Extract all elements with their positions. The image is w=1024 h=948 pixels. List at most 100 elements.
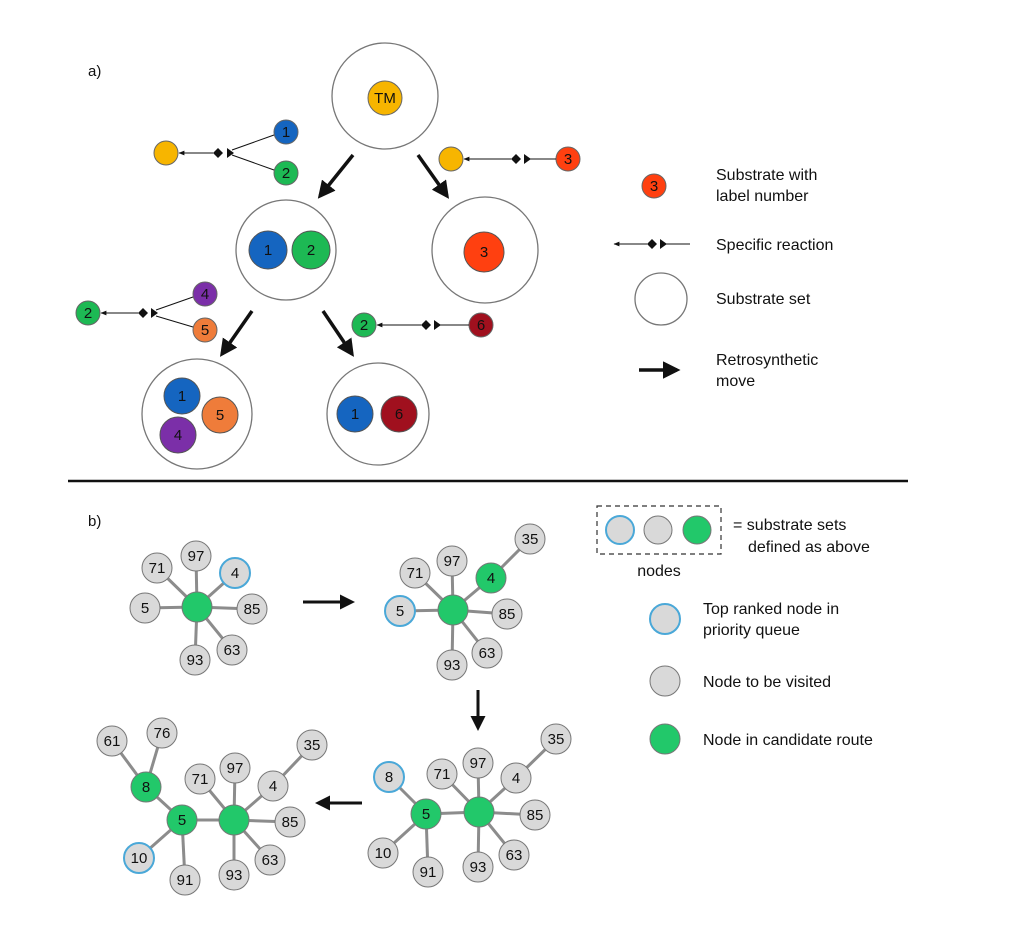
reactant-node-1 xyxy=(273,119,299,145)
node-label-5: 5 xyxy=(178,812,186,829)
visit-node-93 xyxy=(179,644,211,676)
visit-node-63 xyxy=(498,839,530,871)
reaction-2-from-6: 2 6 xyxy=(351,312,494,338)
root-substrate-set: TM xyxy=(331,42,439,150)
legend-nodes-eq-text-2: defined as above xyxy=(748,539,870,556)
node-label-97: 97 xyxy=(444,553,461,570)
node-label-93: 93 xyxy=(187,652,204,669)
substrate-set-1-2: 1 2 xyxy=(235,199,337,301)
node-label-85: 85 xyxy=(527,807,544,824)
search-graph-step-4: 61 76 8 71 97 4 35 5 85 10 91 93 63 xyxy=(96,717,328,896)
substrate-node-3 xyxy=(463,231,505,273)
candidate-node-root xyxy=(463,796,495,828)
visit-node-71 xyxy=(184,763,216,795)
substrate-label-6: 6 xyxy=(395,406,403,423)
product-label-2: 2 xyxy=(84,305,92,322)
search-graph-step-3: 97 71 4 35 8 5 85 10 91 93 63 xyxy=(367,723,572,888)
panel-a: a) TM 1 2 3 1 xyxy=(75,42,833,470)
product-node xyxy=(438,146,464,172)
node-label-35: 35 xyxy=(304,737,321,754)
node-label-97: 97 xyxy=(227,760,244,777)
visit-node-35 xyxy=(296,729,328,761)
reactant-label-1: 1 xyxy=(282,124,290,141)
visit-node-4 xyxy=(257,770,289,802)
node-label-71: 71 xyxy=(149,560,166,577)
legend-candidate-text: Node in candidate route xyxy=(703,732,873,749)
node-label-85: 85 xyxy=(244,601,261,618)
top-ranked-node-8 xyxy=(373,761,405,793)
visit-node-5 xyxy=(129,592,161,624)
substrate-label-1: 1 xyxy=(351,406,359,423)
reaction-tm-from-3: 3 xyxy=(438,146,581,172)
product-node xyxy=(153,140,179,166)
node-label-4: 4 xyxy=(512,770,520,787)
move-arrow-12-to-145 xyxy=(219,309,254,357)
visit-node-91 xyxy=(169,864,201,896)
substrate-set-1-6: 1 6 xyxy=(326,362,430,466)
visit-node-93 xyxy=(218,859,250,891)
legend-top-ranked-text-1: Top ranked node in xyxy=(703,601,839,618)
node-label-63: 63 xyxy=(262,852,279,869)
visit-node-85 xyxy=(491,598,523,630)
reaction-tm-from-1-2: 1 2 xyxy=(153,119,299,186)
visit-node-93 xyxy=(436,649,468,681)
legend-panel-b: = substrate sets defined as above nodes … xyxy=(596,505,873,755)
legend-nodes-caption: nodes xyxy=(637,563,681,580)
visit-node-71 xyxy=(141,552,173,584)
node-label-91: 91 xyxy=(420,864,437,881)
search-graph-step-1: 97 71 4 5 85 93 63 xyxy=(129,540,268,676)
node-label-71: 71 xyxy=(407,565,424,582)
visit-node-71 xyxy=(399,557,431,589)
node-label-5: 5 xyxy=(396,603,404,620)
legend-move-text-1: Retrosynthetic xyxy=(716,352,818,369)
node-label-71: 71 xyxy=(192,771,209,788)
visit-node-63 xyxy=(254,844,286,876)
node-label-63: 63 xyxy=(479,645,496,662)
substrate-label-2: 2 xyxy=(307,242,315,259)
top-ranked-node-4 xyxy=(219,557,251,589)
node-label-63: 63 xyxy=(506,847,523,864)
top-ranked-node-10 xyxy=(123,842,155,874)
node-label-4: 4 xyxy=(487,570,495,587)
substrate-set-3: 3 xyxy=(431,196,539,304)
legend-candidate-node xyxy=(649,723,681,755)
visit-node-85 xyxy=(236,593,268,625)
candidate-node-root xyxy=(437,594,469,626)
legend-substrate-node xyxy=(641,173,667,199)
legend-top-ranked-text-2: priority queue xyxy=(703,622,800,639)
node-label-63: 63 xyxy=(224,642,241,659)
candidate-node-4 xyxy=(475,562,507,594)
legend-nodes-eq-text-1: = substrate sets xyxy=(733,517,846,534)
node-label-85: 85 xyxy=(499,606,516,623)
node-label-93: 93 xyxy=(470,859,487,876)
visit-node-76 xyxy=(146,717,178,749)
reactant-label-5: 5 xyxy=(201,322,209,339)
product-node-2 xyxy=(351,312,377,338)
target-molecule-label: TM xyxy=(374,90,396,107)
panel-a-label: a) xyxy=(88,63,101,80)
product-node-2 xyxy=(75,300,101,326)
visit-node-85 xyxy=(274,806,306,838)
node-label-93: 93 xyxy=(226,867,243,884)
legend-substrate-number: 3 xyxy=(650,178,658,195)
substrate-label-1: 1 xyxy=(178,388,186,405)
product-label-2: 2 xyxy=(360,317,368,334)
visit-node-91 xyxy=(412,856,444,888)
panel-b-label: b) xyxy=(88,513,101,530)
node-label-35: 35 xyxy=(548,731,565,748)
legend-panel-a: 3 Substrate with label number Specific r… xyxy=(613,167,833,390)
node-label-5: 5 xyxy=(141,600,149,617)
visit-node-61 xyxy=(96,725,128,757)
visit-node-4 xyxy=(500,762,532,794)
legend-box-visit-node xyxy=(643,515,673,545)
visit-node-63 xyxy=(216,634,248,666)
substrate-label-4: 4 xyxy=(174,427,182,444)
target-molecule-node xyxy=(367,80,403,116)
legend-nodes-box xyxy=(596,505,722,555)
node-label-85: 85 xyxy=(282,814,299,831)
reactant-label-4: 4 xyxy=(201,286,209,303)
substrate-node-6 xyxy=(380,395,418,433)
reactant-label-2: 2 xyxy=(282,165,290,182)
substrate-node-1 xyxy=(248,230,288,270)
